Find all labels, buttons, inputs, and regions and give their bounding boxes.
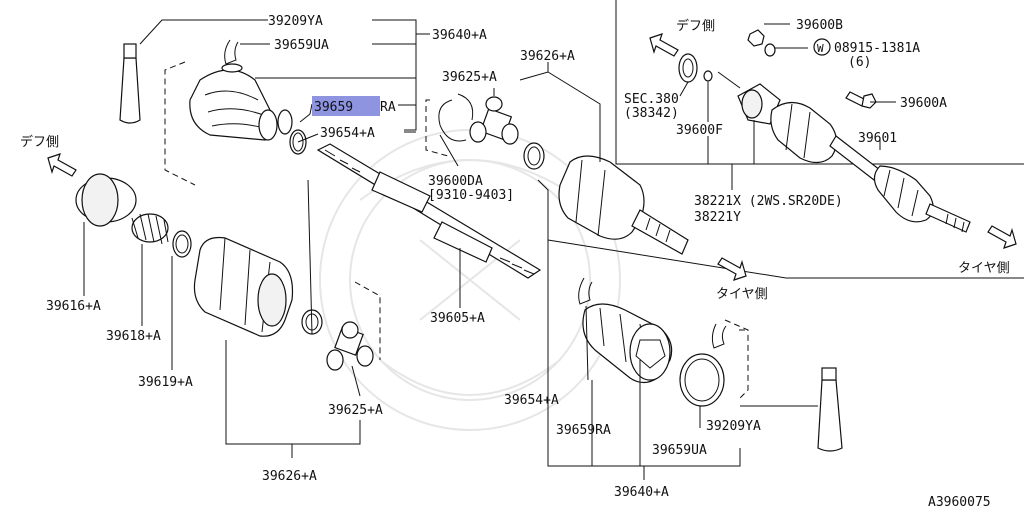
- arrow-diff-side-left-icon: [47, 153, 77, 177]
- label-tire-side-right: タイヤ側: [958, 261, 1010, 276]
- label-39659RA-bottom[interactable]: 39659RA: [556, 423, 611, 438]
- label-39209YA-bottom[interactable]: 39209YA: [706, 419, 761, 434]
- label-tire-side-mid: タイヤ側: [716, 287, 768, 302]
- label-39601[interactable]: 39601: [858, 131, 897, 146]
- drive-shaft-39605A[interactable]: [316, 143, 542, 279]
- grease-tube-39209YA-bottom[interactable]: [817, 367, 843, 452]
- label-39654A-bottom[interactable]: 39654+A: [504, 393, 559, 408]
- label-diff-side-right: デフ側: [676, 18, 715, 34]
- label-08915-qty: (6): [848, 55, 871, 70]
- label-39640A-bottom[interactable]: 39640+A: [614, 485, 669, 500]
- label-39654A-top[interactable]: 39654+A: [320, 126, 375, 141]
- label-39626A-bottom[interactable]: 39626+A: [262, 469, 317, 484]
- band-clamp-39659RA-bottom[interactable]: [578, 277, 593, 305]
- label-39600DA[interactable]: 39600DA: [428, 174, 483, 189]
- label-39209YA-top[interactable]: 39209YA: [268, 14, 323, 29]
- bolt-39600A[interactable]: [845, 91, 877, 109]
- label-38221Y[interactable]: 38221Y: [694, 210, 741, 225]
- label-39659RA-selected[interactable]: 39659: [314, 100, 353, 115]
- label-39625A-top[interactable]: 39625+A: [442, 70, 497, 85]
- label-39600A[interactable]: 39600A: [900, 96, 947, 111]
- tripod-joint-39625A-bottom[interactable]: [326, 321, 374, 371]
- right-panel-frame: [615, 0, 1024, 165]
- label-39625A-bottom[interactable]: 39625+A: [328, 403, 383, 418]
- label-diff-side-left: デフ側: [20, 134, 59, 150]
- drive-shaft-39601[interactable]: [770, 101, 971, 233]
- label-SEC380-sub: (38342): [624, 106, 679, 121]
- flange-joint-38221[interactable]: [717, 71, 781, 125]
- bolt-39600B[interactable]: [747, 29, 765, 47]
- band-clamp-39659UA-top[interactable]: [221, 39, 243, 73]
- snap-ring-39619A[interactable]: [172, 230, 192, 258]
- selected-part-highlight: [312, 96, 380, 116]
- diagram-code: A3960075: [928, 495, 991, 510]
- label-39600DA-range: [9310-9403]: [428, 188, 514, 203]
- part-labels: 39209YA 39659UA 39640+A 39659 RA 39654+A…: [20, 14, 1010, 510]
- label-39618A[interactable]: 39618+A: [106, 329, 161, 344]
- label-39626A-top[interactable]: 39626+A: [520, 49, 575, 64]
- label-39659UA-top[interactable]: 39659UA: [274, 38, 329, 53]
- label-39616A[interactable]: 39616+A: [46, 299, 101, 314]
- housing-39626A-bottom[interactable]: [193, 236, 294, 337]
- grease-tube-39209YA-top[interactable]: [119, 43, 141, 124]
- arrow-diff-side-right-icon: [649, 33, 679, 57]
- snap-ring-39654A-mid[interactable]: [523, 142, 545, 170]
- cap-39616A[interactable]: [75, 173, 137, 227]
- housing-39626A-top[interactable]: [558, 155, 689, 255]
- label-39659RA-suffix: RA: [380, 100, 396, 115]
- circlip-39600DA[interactable]: [438, 93, 474, 142]
- label-39640A-top[interactable]: 39640+A: [432, 28, 487, 43]
- arrow-tire-side-mid-icon: [717, 257, 747, 281]
- ring-39600F[interactable]: [703, 70, 713, 82]
- tripod-joint-39625A-top[interactable]: [469, 96, 519, 145]
- seal-SEC380[interactable]: [678, 53, 698, 83]
- label-39659UA-bottom[interactable]: 39659UA: [652, 443, 707, 458]
- label-39619A[interactable]: 39619+A: [138, 375, 193, 390]
- label-SEC380[interactable]: SEC.380: [624, 92, 679, 107]
- label-39600F[interactable]: 39600F: [676, 123, 723, 138]
- band-clamp-39659UA-bottom[interactable]: [679, 323, 727, 407]
- label-39605A[interactable]: 39605+A: [430, 311, 485, 326]
- leader-lines: [83, 19, 1024, 480]
- label-washer-mark: W: [817, 42, 824, 55]
- label-38221X[interactable]: 38221X (2WS.SR20DE): [694, 194, 843, 209]
- label-39600B[interactable]: 39600B: [796, 18, 843, 33]
- spring-39618A[interactable]: [131, 213, 169, 245]
- label-08915-1381A[interactable]: 08915-1381A: [834, 41, 920, 56]
- washer-symbol-icon: [813, 38, 831, 56]
- washer-08915[interactable]: [764, 43, 776, 57]
- boot-top-left[interactable]: [189, 69, 278, 141]
- arrow-tire-side-right-icon: [987, 225, 1017, 249]
- boot-bottom[interactable]: [582, 303, 673, 384]
- band-clamp-39659RA-top[interactable]: [277, 109, 293, 135]
